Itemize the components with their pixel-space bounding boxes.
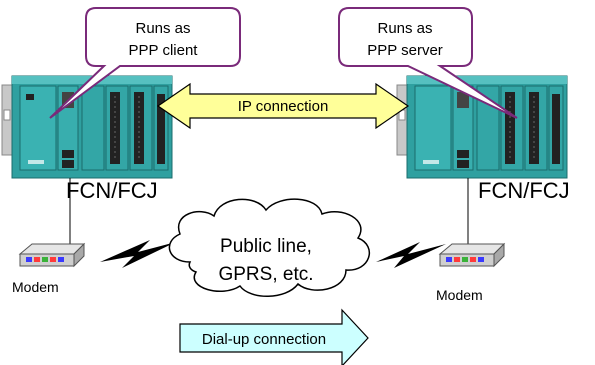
right-lightning-icon — [376, 242, 446, 268]
right-controller — [396, 75, 568, 179]
right-callout: Runs as PPP server — [338, 7, 518, 119]
left-modem-icon — [18, 242, 86, 268]
left-callout: Runs as PPP client — [49, 7, 241, 119]
ip-connection-arrow: IP connection — [156, 82, 410, 130]
left-modem-label: Modem — [12, 279, 59, 295]
left-device-label: FCN/FCJ — [66, 178, 158, 203]
dialup-connection-label: Dial-up connection — [202, 331, 326, 348]
left-controller — [1, 75, 173, 179]
left-callout-line1: Runs as — [135, 20, 190, 37]
right-modem-icon — [438, 242, 506, 268]
cloud-line2: GPRS, etc. — [218, 264, 313, 285]
ip-connection-label: IP connection — [238, 98, 329, 115]
left-lightning-icon — [100, 240, 176, 268]
right-device-label: FCN/FCJ — [478, 178, 570, 203]
left-callout-line2: PPP client — [129, 42, 199, 59]
dialup-connection-arrow: Dial-up connection — [179, 308, 369, 365]
right-callout-line2: PPP server — [367, 42, 443, 59]
right-modem-label: Modem — [436, 287, 483, 303]
cloud-shape — [168, 198, 370, 297]
cloud-line1: Public line, — [220, 236, 312, 257]
right-callout-line1: Runs as — [377, 20, 432, 37]
